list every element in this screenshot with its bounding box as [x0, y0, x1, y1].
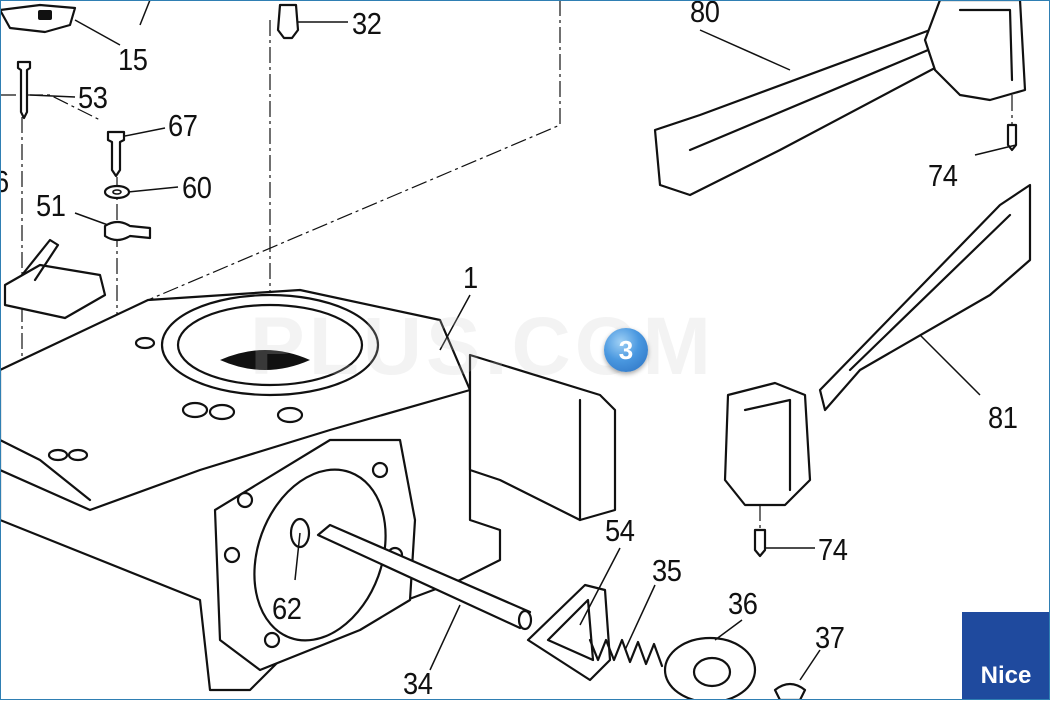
handle-81-clamp-edge	[743, 398, 792, 492]
front-flange-bore	[253, 468, 387, 642]
label-54: 54	[605, 513, 635, 548]
side-flange	[468, 353, 617, 522]
housing-inner-edge	[0, 438, 92, 502]
dash-outline-cover	[147, 0, 561, 301]
leader-15b	[139, 0, 151, 26]
label-6-partial: 6	[0, 166, 9, 197]
brand-logo: Nice	[962, 612, 1050, 700]
label-81: 81	[988, 400, 1018, 435]
leader-74a	[974, 144, 1017, 156]
handle-81-ridge	[848, 213, 1012, 372]
washer-60	[103, 184, 131, 200]
screw-67	[106, 130, 126, 178]
flange-hole-5	[263, 631, 281, 649]
label-51: 51	[36, 188, 66, 223]
label-37: 37	[815, 620, 845, 655]
set-screw-32	[276, 3, 300, 40]
boss-6	[67, 448, 89, 462]
label-34: 34	[403, 666, 433, 701]
housing-top-ring-inner	[176, 303, 364, 387]
handle-80-hinge	[923, 0, 1027, 102]
cover-block	[3, 263, 107, 320]
housing-top-ring	[160, 293, 380, 397]
leader-80	[699, 29, 791, 71]
label-36: 36	[728, 586, 758, 621]
pin-74-top	[1006, 123, 1018, 152]
leader-36	[714, 619, 743, 641]
label-67: 67	[168, 108, 198, 143]
leader-54	[579, 547, 621, 626]
flange-hole-2	[236, 491, 254, 509]
spring-35	[588, 638, 664, 668]
flange-hole-1	[223, 546, 241, 564]
shaft-34	[316, 523, 532, 630]
flange-hole-3	[371, 461, 389, 479]
bushing-36	[663, 636, 757, 704]
leader-67	[124, 127, 166, 137]
washer-60-hole	[112, 189, 122, 195]
dash-leader-15	[0, 94, 101, 121]
handle-80-hinge-edge	[958, 8, 1014, 82]
handle-80-ridge	[688, 43, 942, 152]
cover-block-lever	[20, 238, 60, 282]
boss-2	[208, 403, 236, 421]
label-80: 80	[690, 0, 720, 29]
pin-74-bottom	[753, 528, 767, 558]
leader-62	[294, 532, 301, 581]
clip-51	[103, 220, 152, 242]
leader-1	[439, 294, 471, 351]
leader-60	[127, 186, 179, 193]
part-15-slot	[38, 10, 52, 20]
label-74-bottom: 74	[818, 532, 848, 567]
handle-81-clamp	[723, 381, 812, 507]
leader-35	[624, 584, 656, 651]
link-54	[526, 583, 612, 682]
label-74-top: 74	[928, 158, 958, 193]
label-15: 15	[118, 42, 148, 77]
label-62: 62	[272, 591, 302, 626]
boss-3	[276, 406, 304, 424]
screw-53	[16, 60, 32, 120]
bushing-36-bore	[692, 656, 732, 688]
leader-81	[919, 334, 981, 396]
clip-37	[773, 682, 807, 702]
leader-37	[799, 649, 821, 681]
leader-51	[74, 212, 109, 226]
front-flange	[213, 438, 417, 672]
leader-34	[429, 604, 461, 671]
leader-53	[29, 94, 76, 98]
boss-5	[47, 448, 69, 462]
step-number-badge: 3	[604, 328, 648, 372]
link-54-inner	[546, 598, 595, 662]
label-32: 32	[352, 6, 382, 41]
boss-4	[134, 336, 156, 350]
shaft-34-end	[517, 609, 533, 631]
label-60: 60	[182, 170, 212, 205]
housing-rim-edge	[0, 388, 472, 512]
label-53: 53	[78, 80, 108, 115]
label-1: 1	[463, 260, 478, 295]
boss-1	[181, 401, 209, 419]
label-35: 35	[652, 553, 682, 588]
housing-top-bore	[220, 350, 310, 370]
part-15-bracket	[0, 3, 77, 34]
leader-15	[74, 19, 121, 46]
